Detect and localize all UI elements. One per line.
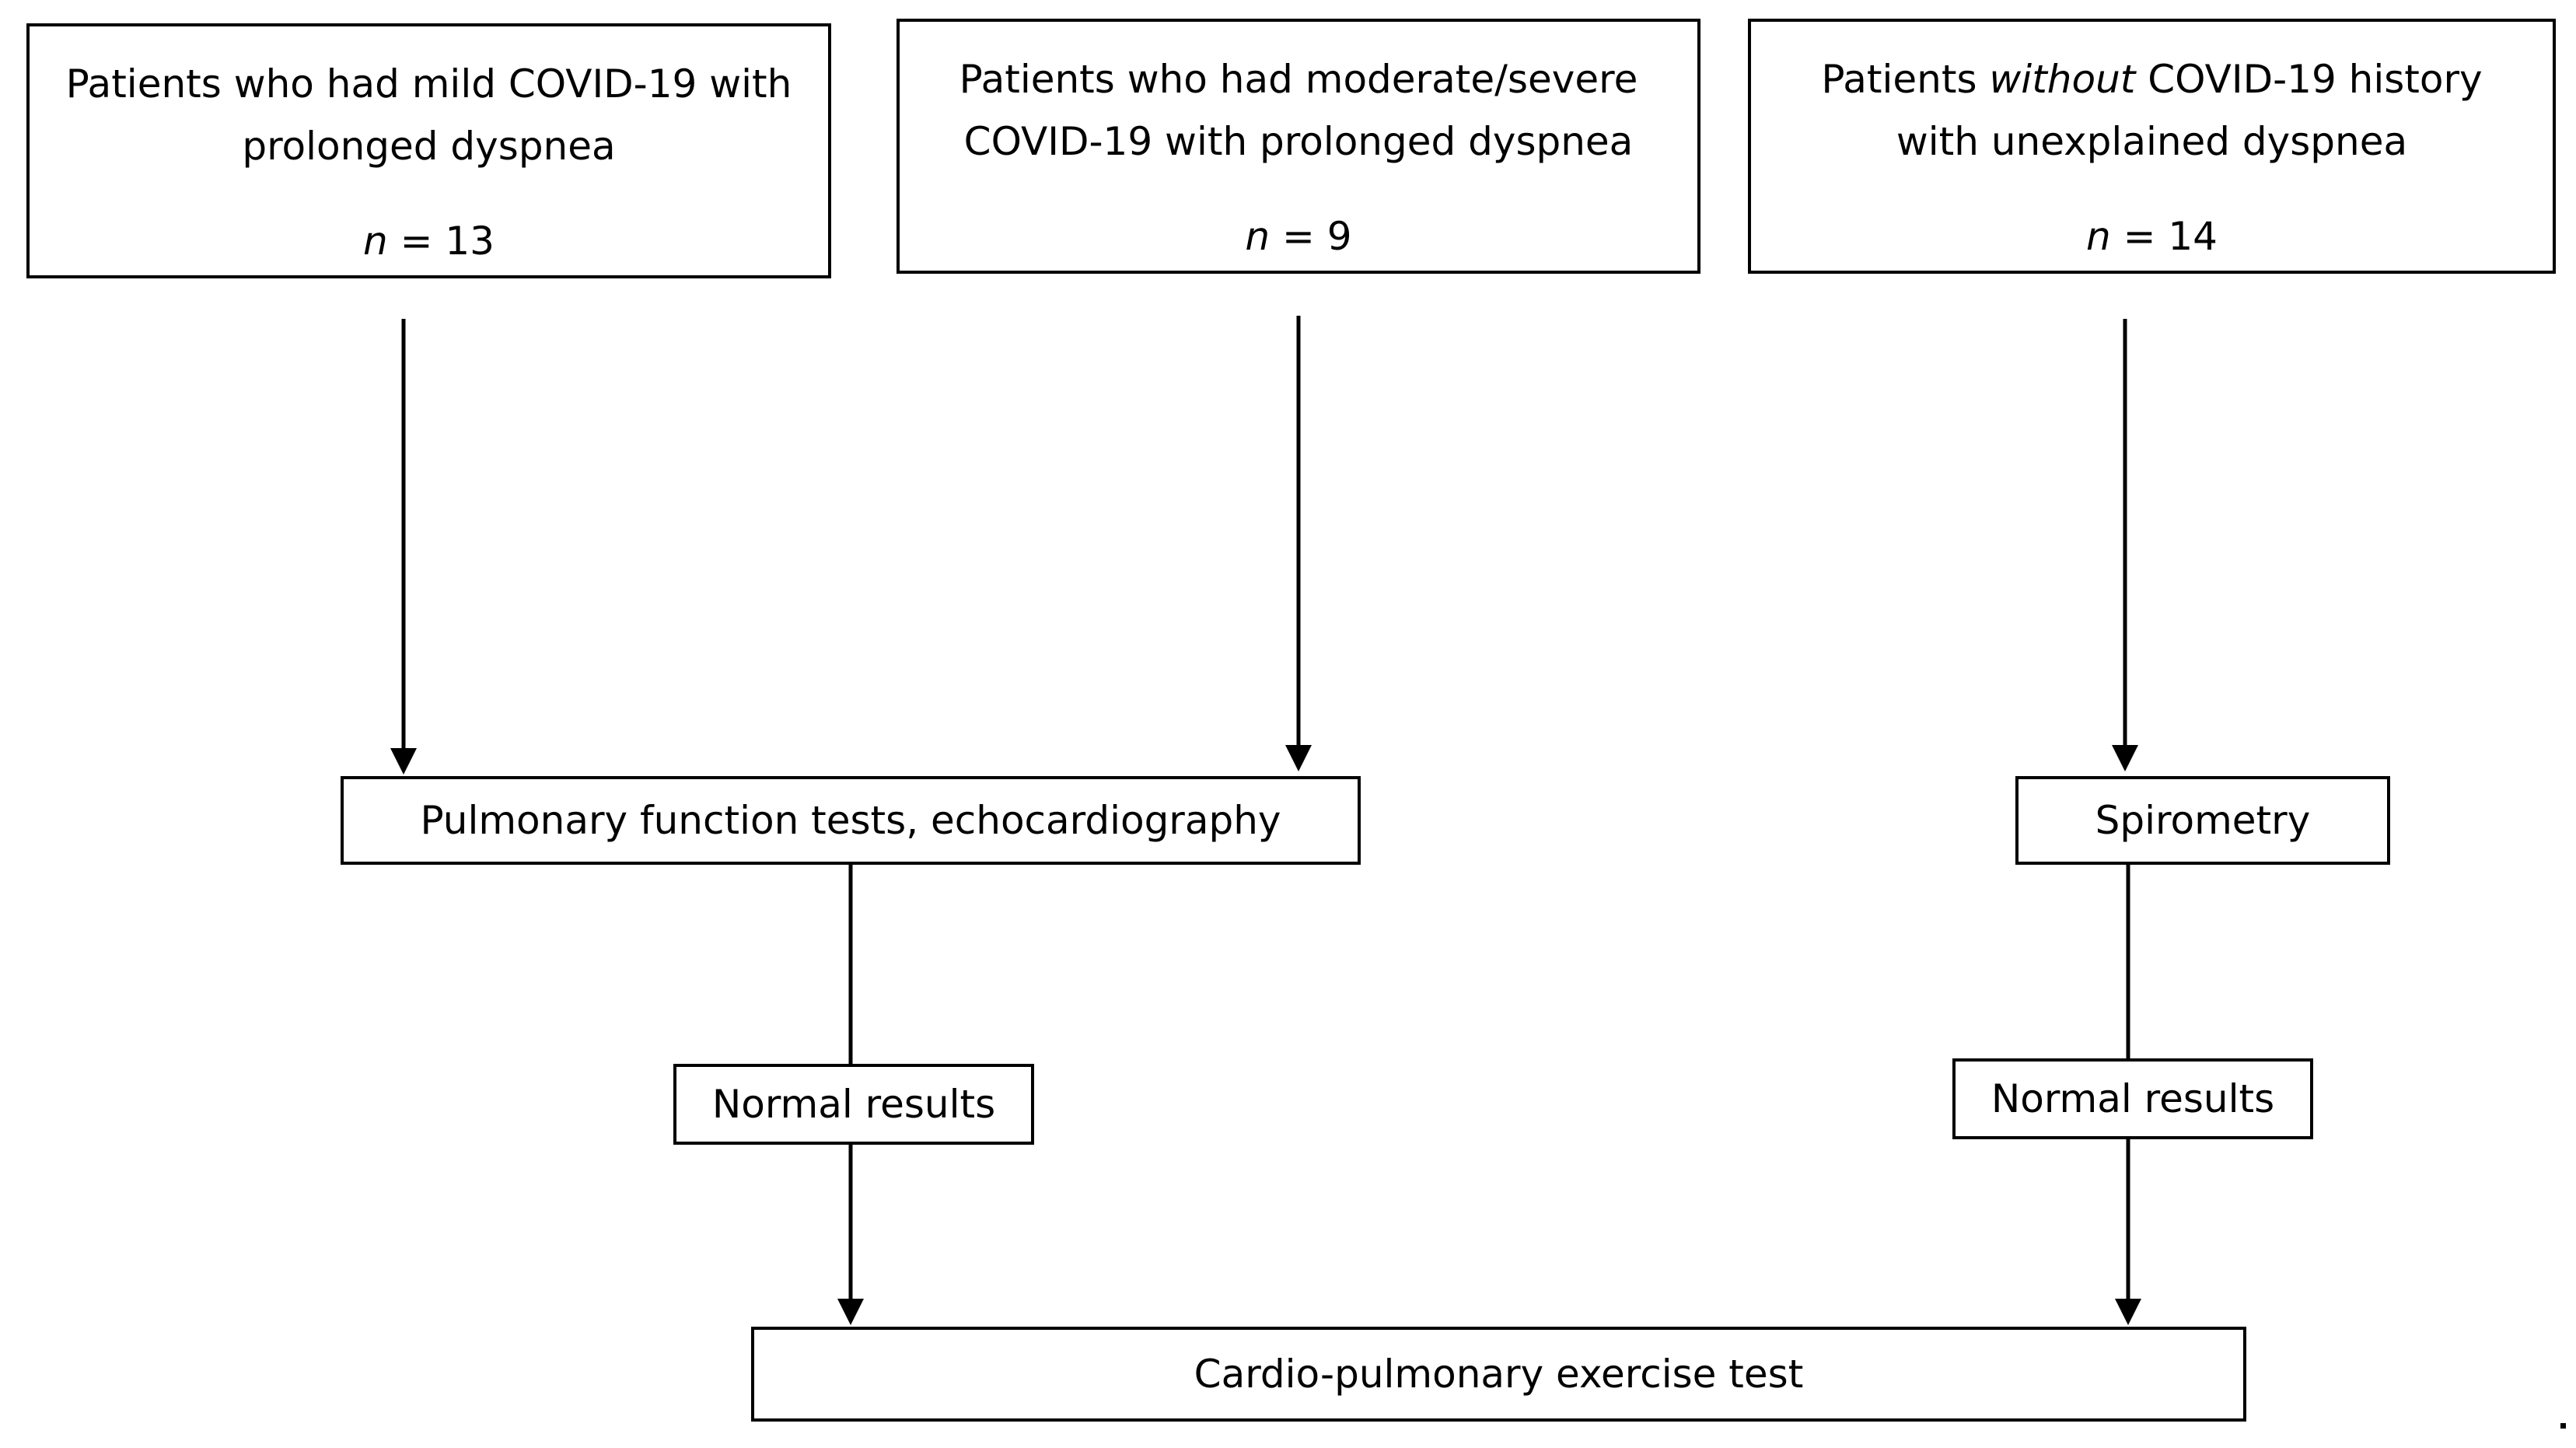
stray-dot-mark (2560, 1423, 2566, 1429)
arrowhead-nocovid (2112, 745, 2138, 771)
group-nocovid-line1-emphasis: without (1989, 57, 2136, 102)
group-moderate-count: n = 9 (900, 205, 1697, 268)
group-nocovid-line1-pre: Patients (1821, 57, 1990, 102)
group-moderate-count-value: = 9 (1270, 214, 1352, 259)
spirometry-box: Spirometry (2015, 776, 2390, 865)
group-mild-count-value: = 13 (387, 219, 495, 264)
group-nocovid-line1: Patients without COVID-19 history (1751, 48, 2553, 110)
n-symbol: n (1245, 214, 1271, 259)
group-nocovid-line2: with unexplained dyspnea (1896, 119, 2408, 164)
cpet-label: Cardio-pulmonary exercise test (1194, 1352, 1804, 1397)
group-mild-count: n = 13 (30, 210, 828, 272)
group-moderate-severe-box: Patients who had moderate/severe COVID-1… (897, 19, 1700, 274)
normal-results-left-label: Normal results (711, 1082, 996, 1127)
group-moderate-line2: COVID-19 with prolonged dyspnea (963, 119, 1634, 164)
group-mild-line2: prolonged dyspnea (242, 124, 616, 169)
group-nocovid-count-value: = 14 (2110, 214, 2218, 259)
pft-echo-label: Pulmonary function tests, echocardiograp… (420, 798, 1281, 843)
spacer (1751, 173, 2553, 205)
arrowhead-mild (390, 748, 417, 775)
normal-results-left-box: Normal results (673, 1064, 1034, 1145)
normal-results-right-box: Normal results (1952, 1058, 2313, 1139)
spacer (900, 173, 1697, 205)
spacer (30, 177, 828, 210)
arrowhead-moderate (1285, 745, 1312, 771)
cpet-box: Cardio-pulmonary exercise test (751, 1327, 2246, 1422)
group-mild-covid-box: Patients who had mild COVID-19 with prol… (26, 23, 831, 278)
arrowhead-left-cpet (837, 1299, 864, 1325)
group-nocovid-count: n = 14 (1751, 205, 2553, 268)
pft-echo-box: Pulmonary function tests, echocardiograp… (341, 776, 1361, 865)
group-moderate-line1: Patients who had moderate/severe (959, 57, 1638, 102)
spirometry-label: Spirometry (2095, 798, 2311, 843)
group-nocovid-line1-post: COVID-19 history (2135, 57, 2483, 102)
n-symbol: n (2085, 214, 2111, 259)
n-symbol: n (362, 219, 388, 264)
group-no-covid-box: Patients without COVID-19 history with u… (1748, 19, 2556, 274)
arrowhead-right-cpet (2115, 1299, 2141, 1325)
normal-results-right-label: Normal results (1991, 1076, 2275, 1121)
group-mild-line1: Patients who had mild COVID-19 with (65, 61, 792, 107)
